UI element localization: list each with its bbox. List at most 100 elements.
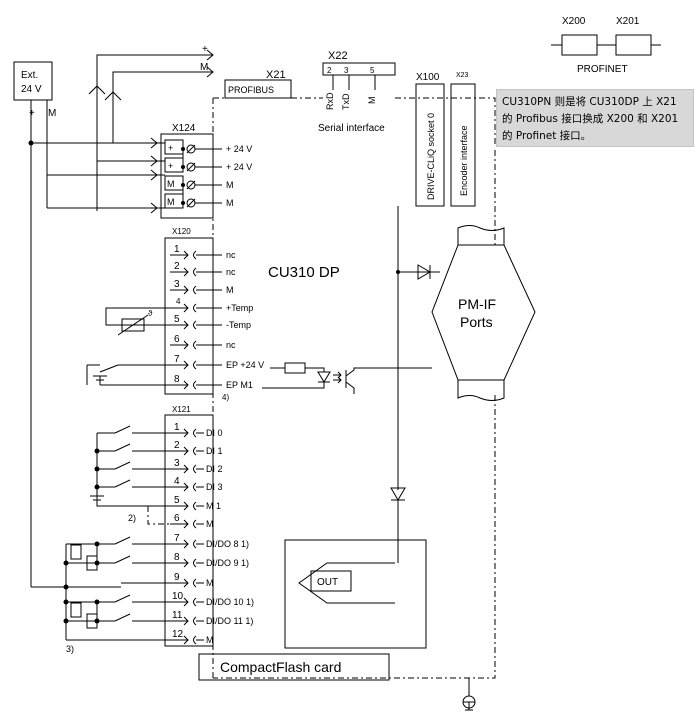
svg-text:5: 5 bbox=[174, 495, 180, 506]
svg-text:3: 3 bbox=[174, 458, 180, 469]
x22-pin-5: 5 bbox=[370, 66, 375, 75]
x120-pin-2: 2 nc bbox=[170, 261, 236, 277]
x120-label: X120 bbox=[172, 227, 191, 236]
x121-signal-5: M 1 bbox=[206, 501, 221, 511]
x120-pin-4: 4 +Temp bbox=[170, 297, 253, 313]
x100-connector: X100 DRIVE-CLiQ socket 0 bbox=[415, 72, 445, 207]
ep-switch-icon bbox=[99, 364, 119, 373]
relay-coil-icon bbox=[70, 602, 82, 618]
x124-pin-3: M M bbox=[164, 175, 234, 191]
svg-text:+: + bbox=[168, 161, 173, 171]
svg-text:6: 6 bbox=[174, 513, 180, 524]
x124-connector: X124 + + 24 V + + 24 V M M M bbox=[28, 123, 252, 219]
ext-plus: + bbox=[29, 108, 35, 119]
relay-coil-icon bbox=[70, 544, 82, 560]
x120-connector: X120 1 nc 2 nc 3 M 4 +Temp 5 bbox=[86, 227, 432, 402]
profinet-label: PROFINET bbox=[577, 64, 628, 75]
out-block: OUT bbox=[284, 539, 427, 649]
txd-label: TxD bbox=[341, 93, 351, 110]
x120-signal-7: EP +24 V bbox=[226, 360, 264, 370]
svg-text:11: 11 bbox=[172, 610, 183, 621]
x120-pin-1: 1 nc bbox=[170, 244, 236, 260]
x121-signal-1: DI 0 bbox=[206, 428, 223, 438]
cu-title: CU310 DP bbox=[268, 264, 340, 281]
svg-text:7: 7 bbox=[174, 533, 180, 544]
footnote-2: 2) bbox=[128, 513, 136, 523]
optocoupler-led-icon bbox=[317, 371, 331, 383]
footnote-4: 4) bbox=[222, 393, 229, 402]
x121-pin-1: 1 DI 0 bbox=[170, 422, 223, 438]
svg-text:9: 9 bbox=[174, 572, 180, 583]
x201-port bbox=[615, 34, 652, 56]
ports-label: Ports bbox=[460, 314, 493, 330]
svg-text:8: 8 bbox=[174, 374, 180, 385]
profinet-block: X200 X201 PROFINET bbox=[551, 16, 661, 75]
drive-cliq-label: DRIVE-CLiQ socket 0 bbox=[426, 113, 436, 200]
svg-text:1: 1 bbox=[174, 422, 180, 433]
encoder-interface-label: Encoder interface bbox=[459, 125, 469, 196]
x200-label: X200 bbox=[562, 16, 586, 27]
x121-signal-4: DI 3 bbox=[206, 482, 223, 492]
top-m: M bbox=[200, 62, 208, 73]
svg-text:1: 1 bbox=[174, 244, 180, 255]
ground-icon bbox=[462, 678, 476, 711]
diode-down-icon bbox=[390, 487, 406, 501]
x120-signal-5: -Temp bbox=[226, 320, 251, 330]
profinet-note: CU310PN 则是将 CU310DP 上 X21 的 Profibus 接口换… bbox=[496, 89, 694, 147]
x121-label: X121 bbox=[172, 405, 191, 414]
rxd-label: RxD bbox=[325, 92, 335, 110]
out-label: OUT bbox=[317, 577, 338, 588]
svg-text:7: 7 bbox=[174, 354, 180, 365]
x22-label: X22 bbox=[328, 50, 348, 62]
svg-text:5: 5 bbox=[174, 314, 180, 325]
x121-signal-11: DI/DO 11 1) bbox=[206, 616, 253, 626]
x21-label: X21 bbox=[266, 69, 286, 81]
x22-pin-3: 3 bbox=[344, 66, 349, 75]
x124-signal-1: + 24 V bbox=[226, 144, 252, 154]
top-plus: + bbox=[202, 44, 208, 55]
x120-pin-7: 7 EP +24 V bbox=[170, 354, 264, 370]
x120-signal-8: EP M1 bbox=[226, 380, 253, 390]
x120-pin-5: 5 -Temp bbox=[170, 314, 251, 330]
profibus-label: PROFIBUS bbox=[228, 85, 274, 95]
x124-signal-2: + 24 V bbox=[226, 162, 252, 172]
svg-text:4: 4 bbox=[176, 297, 181, 306]
svg-text:2: 2 bbox=[174, 440, 180, 451]
x120-signal-4: +Temp bbox=[226, 303, 253, 313]
footnote-3: 3) bbox=[66, 644, 74, 654]
x120-pin-8: 8 EP M1 bbox=[170, 374, 253, 390]
ext-voltage: 24 V bbox=[21, 84, 42, 95]
x120-pin-3: 3 M bbox=[170, 279, 234, 295]
x124-pin-2: + + 24 V bbox=[164, 157, 252, 173]
x121-signal-12: M bbox=[206, 635, 214, 645]
ep-resistor-icon bbox=[284, 362, 306, 374]
compactflash-label: CompactFlash card bbox=[220, 659, 341, 675]
x121-signal-7: DI/DO 8 1) bbox=[206, 539, 249, 549]
x121-signal-9: M bbox=[206, 578, 214, 588]
compactflash-card: CompactFlash card bbox=[198, 653, 390, 681]
top-feeders: + M bbox=[88, 44, 214, 211]
out-box bbox=[310, 570, 352, 592]
svg-text:8: 8 bbox=[174, 552, 180, 563]
x121-signal-10: DI/DO 10 1) bbox=[206, 597, 254, 607]
x120-signal-3: M bbox=[226, 285, 234, 295]
x22-connector: X22 2 3 5 RxD TxD M Serial interface bbox=[318, 50, 396, 134]
thermistor-icon bbox=[121, 318, 145, 332]
ext-m: M bbox=[48, 108, 56, 119]
theta-symbol: ϑ bbox=[148, 309, 153, 318]
x200-port bbox=[561, 34, 598, 56]
x100-label: X100 bbox=[416, 72, 440, 83]
serial-interface-label: Serial interface bbox=[318, 123, 385, 134]
pm-if-ports: PM-IF Ports bbox=[431, 225, 536, 401]
x124-signal-4: M bbox=[226, 198, 234, 208]
x124-pin-4: M M bbox=[164, 193, 234, 209]
